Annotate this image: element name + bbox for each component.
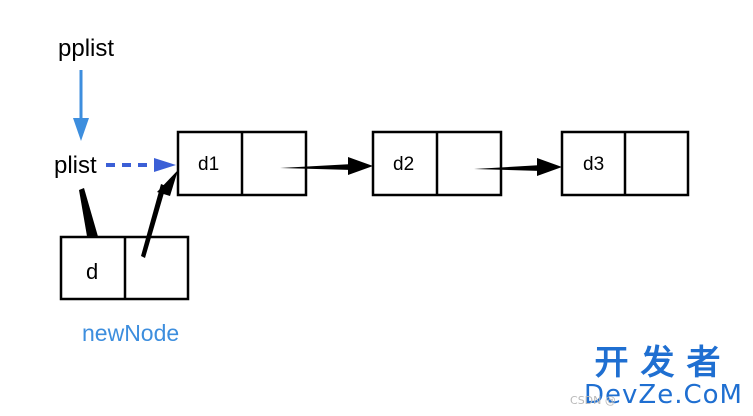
plist-to-newnode-arrow bbox=[79, 188, 99, 242]
watermark: 开发者 DevZe.CoM CSDN @ bbox=[570, 343, 743, 410]
watermark-chinese: 开发者 bbox=[594, 343, 733, 383]
d2-to-d3-arrow bbox=[474, 158, 562, 176]
d1-to-d2-arrow bbox=[280, 157, 373, 175]
plist-label: plist bbox=[54, 152, 97, 179]
watermark-faint: CSDN @ bbox=[570, 394, 616, 407]
node-d3-data: d3 bbox=[583, 154, 604, 175]
newnode-to-d1-arrow bbox=[141, 170, 178, 258]
pplist-label: pplist bbox=[58, 35, 114, 62]
node-newnode: d bbox=[59, 235, 190, 301]
watermark-latin: DevZe.CoM bbox=[584, 380, 743, 410]
node-d3: d3 bbox=[560, 130, 690, 197]
newnode-label: newNode bbox=[82, 320, 179, 346]
node-d2: d2 bbox=[371, 130, 503, 197]
node-d2-data: d2 bbox=[393, 154, 414, 175]
node-d1: d1 bbox=[176, 130, 308, 197]
plist-dashed-arrow bbox=[106, 158, 176, 172]
pplist-arrow bbox=[73, 70, 89, 141]
node-d1-data: d1 bbox=[198, 154, 219, 175]
node-newnode-data: d bbox=[86, 259, 98, 284]
